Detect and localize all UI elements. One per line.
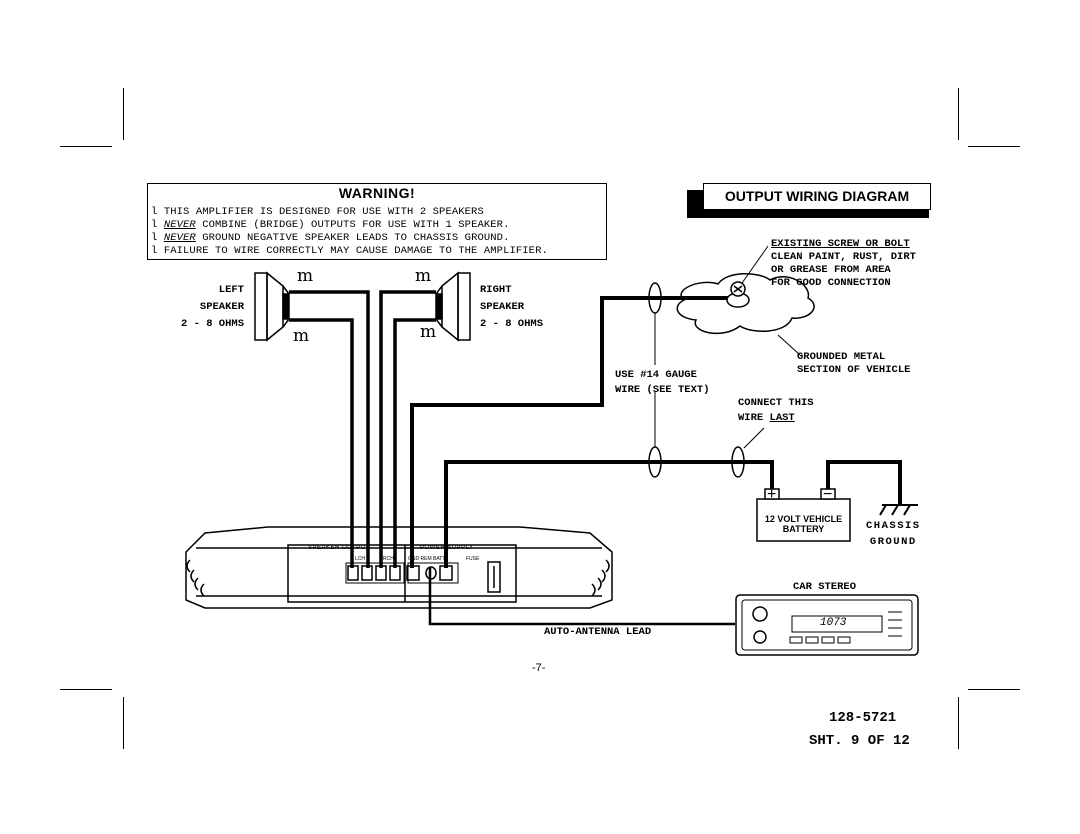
connect-last-label: CONNECT THIS WIRE LAST [738,397,814,424]
antenna-wire [428,568,735,626]
warning-line-3: l NEVER GROUND NEGATIVE SPEAKER LEADS TO… [151,232,510,244]
screw-icon [726,281,750,308]
stereo-display: 1073 [820,617,847,629]
right-speaker-label: RIGHT SPEAKER 2 - 8 OHMS [480,284,544,330]
amplifier-icon [185,526,613,609]
sheet-number: SHT. 9 OF 12 [809,733,910,749]
car-stereo-label: CAR STEREO [793,581,857,593]
left-speaker-minus-mark: m [293,326,310,346]
grounded-metal-label: GROUNDED METAL SECTION OF VEHICLE [797,351,911,376]
crop-mark-br-horizontal [968,689,1020,690]
warning-line-1: l THIS AMPLIFIER IS DESIGNED FOR USE WIT… [151,206,484,218]
screw-note: EXISTING SCREW OR BOLT CLEAN PAINT, RUST… [771,238,916,289]
wire-gauge-label: USE #14 GAUGE WIRE (SEE TEXT) [615,369,710,396]
battery-icon [756,488,851,542]
warning-line-4: l FAILURE TO WIRE CORRECTLY MAY CAUSE DA… [151,245,548,257]
amp-fuse-label: FUSE [466,556,480,562]
battery-plus-sign: + [767,486,777,503]
right-speaker-plus-mark: m [415,266,432,286]
amp-lch-label: LCH [355,556,366,562]
battery-label: 12 VOLT VEHICLE BATTERY [764,514,843,534]
grounded-metal-area [676,273,815,335]
auto-antenna-label: AUTO-ANTENNA LEAD [544,626,652,638]
chassis-ground-icon [879,504,918,516]
power-wires [410,296,902,568]
crop-mark-bl-vertical [123,697,124,749]
diagram-title: OUTPUT WIRING DIAGRAM [703,183,931,210]
crop-mark-br-vertical [958,697,959,749]
crop-mark-tr-horizontal [968,146,1020,147]
doc-number: 128-5721 [829,710,897,726]
crop-mark-tr-vertical [958,88,959,140]
leader-lines [654,245,801,449]
right-speaker-icon [435,271,471,342]
amp-speaker-output-label: SPEAKER OUTPUT [308,545,370,551]
amp-terminal-labels: GND REM BATT [408,556,446,562]
right-speaker-minus-mark: m [420,322,437,342]
amp-rch-label: RCH [383,556,394,562]
warning-line-2: l NEVER COMBINE (BRIDGE) OUTPUTS FOR USE… [151,219,510,231]
crop-mark-bl-horizontal [60,689,112,690]
car-stereo-icon [735,594,919,656]
chassis-ground-label: CHASSIS GROUND [866,520,921,548]
left-speaker-plus-mark: m [297,266,314,286]
page-number: -7- [532,662,546,674]
speaker-wires [289,290,436,568]
crop-mark-tl-horizontal [60,146,112,147]
amp-power-supply-label: POWER SUPPLY [420,545,474,551]
battery-minus-sign: − [823,486,833,503]
warning-title: WARNING! [338,185,416,201]
warning-box: WARNING! l THIS AMPLIFIER IS DESIGNED FO… [147,183,607,260]
left-speaker-label: LEFT SPEAKER 2 - 8 OHMS [180,284,244,330]
left-speaker-icon [254,271,290,342]
crop-mark-tl-vertical [123,88,124,140]
